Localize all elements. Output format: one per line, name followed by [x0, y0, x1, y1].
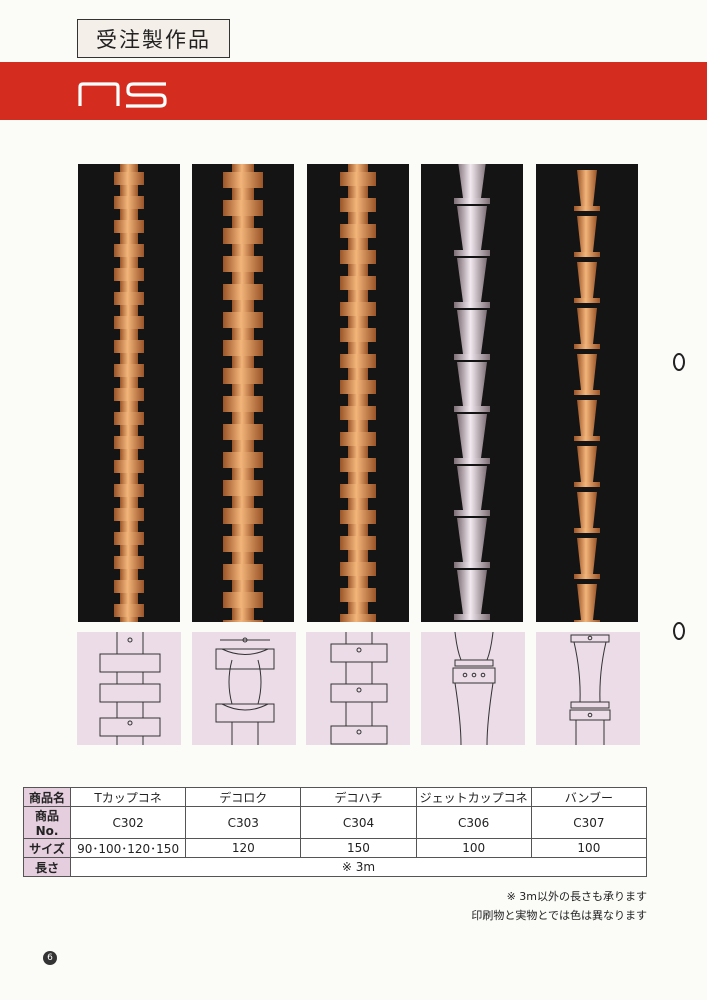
product-photo-c303: [192, 164, 294, 622]
ns-logo: [78, 82, 167, 108]
diagram-c302: [77, 632, 181, 745]
note-color: 印刷物と実物とでは色は異なります: [471, 909, 647, 922]
diagram-c307: [536, 632, 640, 745]
page-title: 受注製作品: [77, 19, 230, 58]
table-row: 商品名 Tカップコネ デコロク デコハチ ジェットカップコネ バンブー: [23, 787, 648, 807]
table-row: 商品No. C302 C303 C304 C306 C307: [23, 806, 648, 839]
product-photo-c304: [307, 164, 409, 622]
note-length: ※ 3m以外の長さも承ります: [506, 890, 647, 903]
spec-table: 商品名 Tカップコネ デコロク デコハチ ジェットカップコネ バンブー 商品No…: [23, 787, 648, 877]
diagram-c306: [421, 632, 525, 745]
diagram-c303: [192, 632, 296, 745]
table-row: 長さ ※ 3m: [23, 857, 647, 877]
table-row: サイズ 90･100･120･150 120 150 100 100: [23, 838, 648, 858]
diagram-c304: [306, 632, 410, 745]
product-photo-c307: [536, 164, 638, 622]
binder-hole: [673, 353, 685, 371]
product-photo-c306: [421, 164, 523, 622]
binder-hole: [673, 622, 685, 640]
product-photo-c302: [78, 164, 180, 622]
page-number: 6: [43, 951, 57, 965]
